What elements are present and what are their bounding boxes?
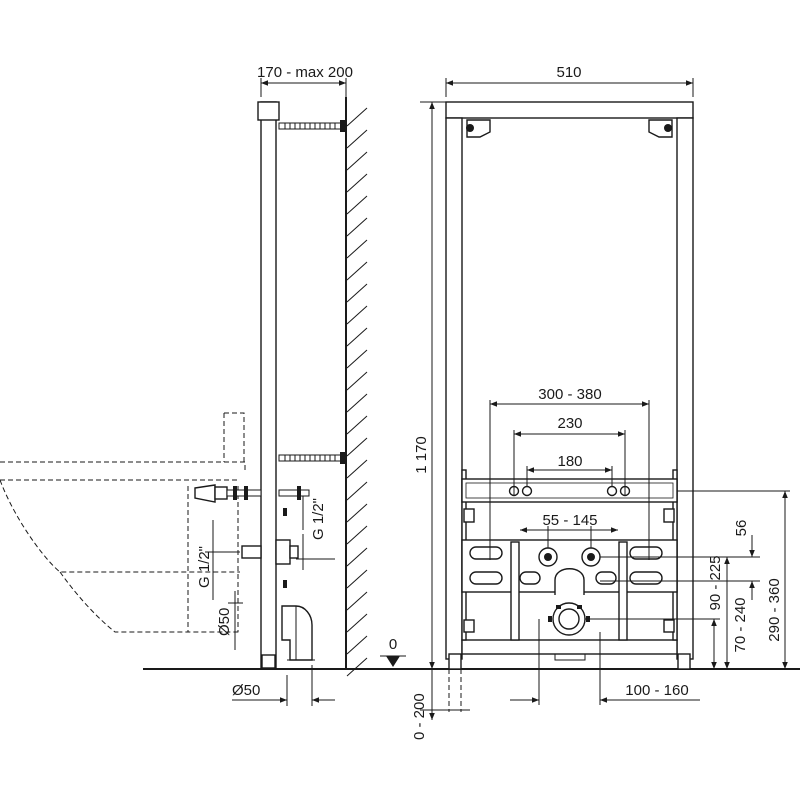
wall-hatch-line	[346, 459, 368, 479]
upper-anchor-rod	[278, 120, 345, 132]
dim-bracket-height-label: 290 - 360	[766, 578, 783, 641]
wall-hatch-line	[346, 481, 368, 501]
front-view	[380, 78, 790, 720]
supply-plate	[461, 539, 678, 641]
wall-hatch-line	[346, 547, 368, 567]
wall-hatch-line	[346, 437, 368, 457]
wall-hatching	[345, 97, 368, 677]
wall-hatch-line	[346, 173, 368, 193]
dim-anchor-inner-label: 180	[557, 453, 582, 470]
frame-post-side	[260, 101, 277, 669]
dim-outlet-diameter-label: Ø50	[232, 682, 260, 699]
wall-hatch-line	[346, 503, 368, 523]
wall-hatch-line	[346, 305, 368, 325]
wall-hatch-line	[346, 239, 368, 259]
wall-hatch-line	[346, 591, 368, 611]
dim-anchor-range-label: 300 - 380	[538, 386, 601, 403]
mounting-crossbar	[461, 478, 678, 503]
wall-hatch-line	[346, 635, 368, 655]
wall-hatch-line	[346, 371, 368, 391]
side-clips	[463, 508, 675, 633]
dim-56-label: 56	[733, 520, 750, 537]
wall-hatch-line	[346, 129, 368, 149]
wall-hatch-line	[346, 151, 368, 171]
side-drain-elbow	[281, 605, 315, 661]
dim-drain-diameter-label: Ø50	[216, 608, 233, 636]
wall-hatch-line	[346, 107, 368, 127]
bidet-outline-dashed	[0, 412, 246, 633]
lower-anchor-rod	[278, 452, 345, 464]
frame-bottom-bar	[461, 639, 678, 655]
wall-hatch-line	[346, 569, 368, 589]
side-view	[0, 78, 368, 706]
side-dimensions	[205, 78, 347, 706]
dim-floor-adjust-label: 0 - 200	[411, 693, 428, 740]
frame-top-bar	[445, 101, 694, 119]
wall-hatch-line	[346, 349, 368, 369]
top-right-bracket	[648, 119, 673, 138]
wall-hatch-line	[346, 261, 368, 281]
wall-hatch-line	[346, 393, 368, 413]
side-supply-fitting	[241, 508, 299, 588]
dim-drain-height-label: 70 - 240	[732, 597, 749, 652]
bidet-mounting-bolt	[194, 484, 310, 503]
dim-drain-offset-label: 100 - 160	[625, 682, 688, 699]
dim-supply-height-label: 90 - 225	[707, 555, 724, 610]
dim-thread-upper-label: G 1/2"	[310, 498, 327, 540]
dim-supply-spacing-label: 55 - 145	[542, 512, 597, 529]
front-dimensions	[380, 78, 790, 720]
dim-height-label: 1 170	[413, 436, 430, 474]
wall-hatch-line	[346, 525, 368, 545]
dim-anchor-mid-label: 230	[557, 415, 582, 432]
dim-width-label: 510	[556, 64, 581, 81]
wall-hatch-line	[346, 415, 368, 435]
wall-hatch-line	[346, 195, 368, 215]
dim-depth-label: 170 - max 200	[257, 64, 353, 81]
wall-hatch-line	[346, 327, 368, 347]
top-left-bracket	[466, 119, 491, 138]
dim-thread-lower-label: G 1/2"	[196, 546, 213, 588]
frame-right-post	[676, 117, 694, 660]
wall-hatch-line	[346, 613, 368, 633]
wall-hatch-line	[346, 217, 368, 237]
wall-hatch-line	[346, 283, 368, 303]
wall-hatch-line	[346, 657, 368, 677]
frame-left-post	[445, 117, 463, 660]
dim-floor-zero-label: 0	[389, 636, 397, 653]
